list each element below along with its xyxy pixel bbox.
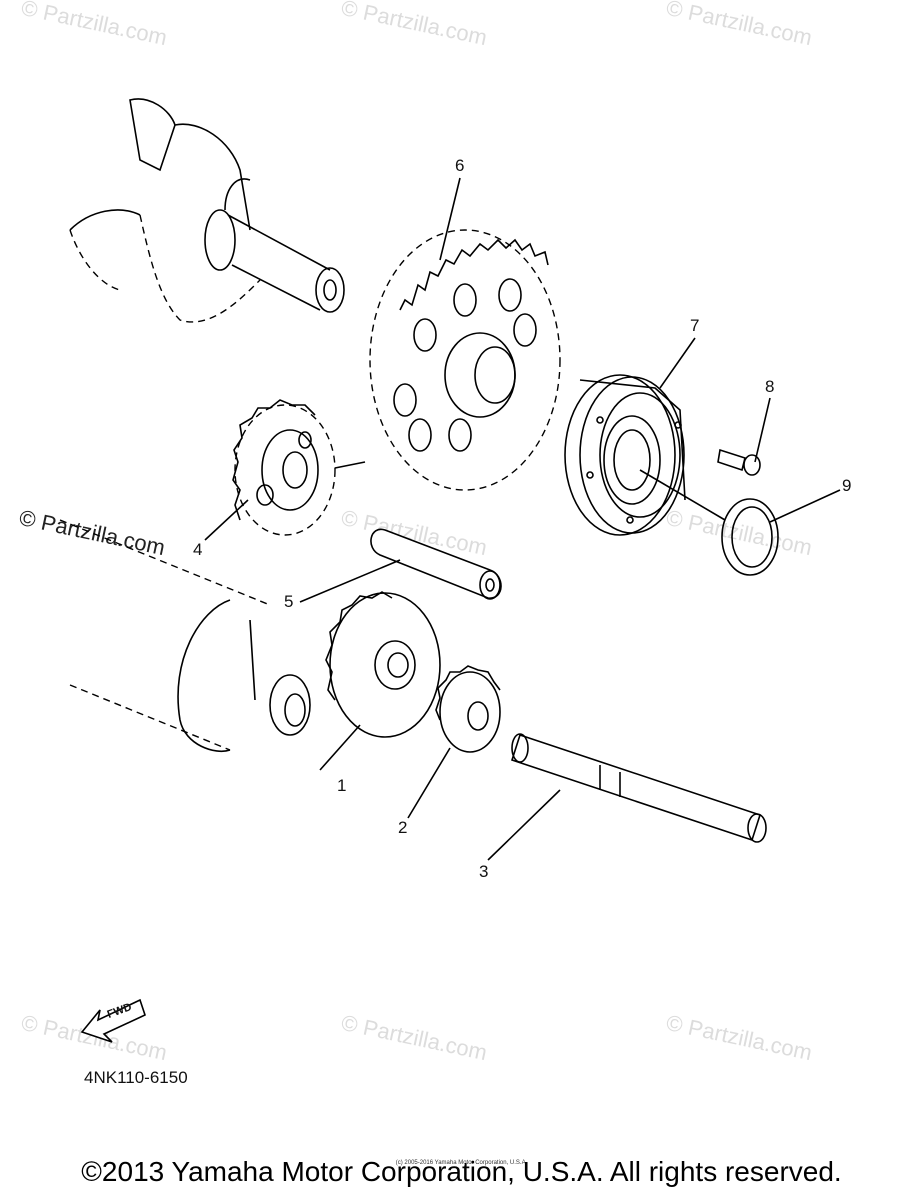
callout-9: 9 xyxy=(842,476,852,495)
callout-3: 3 xyxy=(479,862,489,881)
leader-lines xyxy=(204,177,841,861)
shaft-3-drawing xyxy=(510,733,767,843)
clutch-7-drawing xyxy=(564,374,686,536)
callout-8: 8 xyxy=(765,377,775,396)
gear-6-drawing xyxy=(369,229,561,491)
gear-4-drawing xyxy=(232,399,366,536)
shaft-lower-drawing xyxy=(59,519,311,752)
copyright: ©2013 Yamaha Motor Corporation, U.S.A. A… xyxy=(81,1156,842,1187)
part-code: 4NK110-6150 xyxy=(84,1068,188,1087)
bolt-8-drawing xyxy=(717,448,761,476)
crankshaft-drawing xyxy=(69,98,345,323)
washer-9-drawing xyxy=(721,498,779,576)
callout-2: 2 xyxy=(398,818,408,837)
pin-5-drawing xyxy=(370,528,502,600)
small-copyright: (c) 2005-2016 Yamaha Motor Corporation, … xyxy=(395,1160,528,1166)
callout-4: 4 xyxy=(193,540,203,559)
gear-2-drawing xyxy=(435,665,501,753)
gear-1-drawing xyxy=(325,591,441,738)
callout-6: 6 xyxy=(455,156,465,175)
callout-7: 7 xyxy=(690,316,700,335)
fwd-arrow-icon xyxy=(80,998,146,1043)
callout-5: 5 xyxy=(284,592,294,611)
callout-1: 1 xyxy=(337,776,347,795)
